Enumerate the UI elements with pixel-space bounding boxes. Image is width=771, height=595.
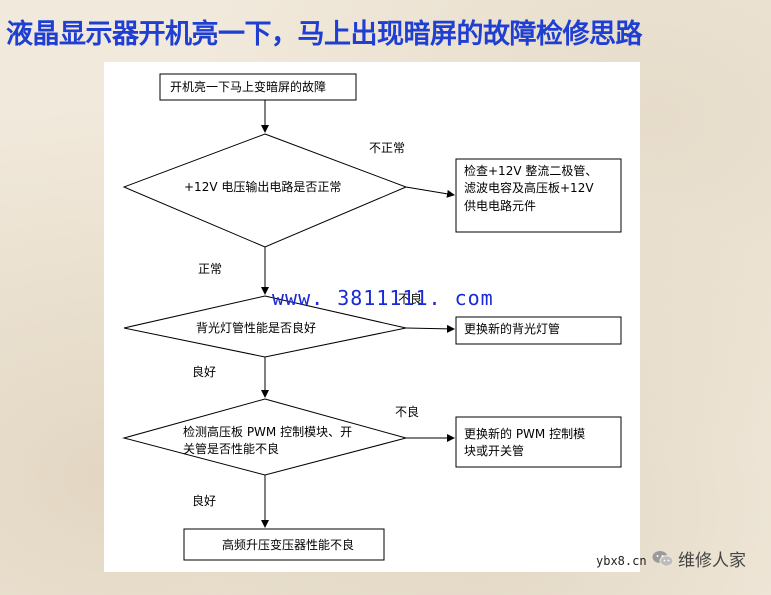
action3-label: 更换新的 PWM 控制模 块或开关管 [464,426,585,461]
d3-no-label: 不良 [395,405,420,419]
action1-box [455,158,622,233]
brand: 维修人家 [652,546,746,571]
decision1-label: +12V 电压输出电路是否正常 [184,180,342,194]
slide-title: 液晶显示器开机亮一下，马上出现暗屏的故障检修思路 [6,19,643,50]
d1-no-label: 不正常 [369,141,406,155]
d2-yes-label: 良好 [192,365,217,379]
action3-line-1: 更换新的 PWM 控制模 [464,427,586,441]
action1-line-1: 检查+12V 整流二极管、 [464,164,598,178]
action3-box [455,416,622,468]
action3-line-2: 块或开关管 [464,444,525,459]
decision3-line-2: 关管是否性能不良 [183,442,280,457]
end-label: 高频升压变压器性能不良 [222,538,355,552]
decision3-label: 检测高压板 PWM 控制模块、开 关管是否性能不良 [183,424,352,459]
decision2-label: 背光灯管性能是否良好 [196,321,317,335]
action1-label: 检查+12V 整流二极管、 滤波电容及高压板+12V 供电电路元件 [464,163,597,215]
action2-box [455,316,622,345]
brand-name: 维修人家 [678,551,746,571]
footer-site: ybx8.cn [596,554,647,568]
wechat-icon [652,550,674,568]
end-box [183,528,385,561]
flowchart [122,73,622,561]
decision3-line-1: 检测高压板 PWM 控制模块、开 [183,425,353,439]
start-box [159,73,357,101]
action1-line-2: 滤波电容及高压板+12V [464,181,594,196]
action1-line-3: 供电电路元件 [464,198,537,213]
action2-label: 更换新的背光灯管 [464,322,561,336]
d1-yes-label: 正常 [198,262,223,276]
d2-no-label: 不良 [398,292,423,306]
d3-yes-label: 良好 [192,494,217,508]
start-label: 开机亮一下马上变暗屏的故障 [170,80,327,94]
watermark-url: www. 3811111. com [272,286,494,310]
